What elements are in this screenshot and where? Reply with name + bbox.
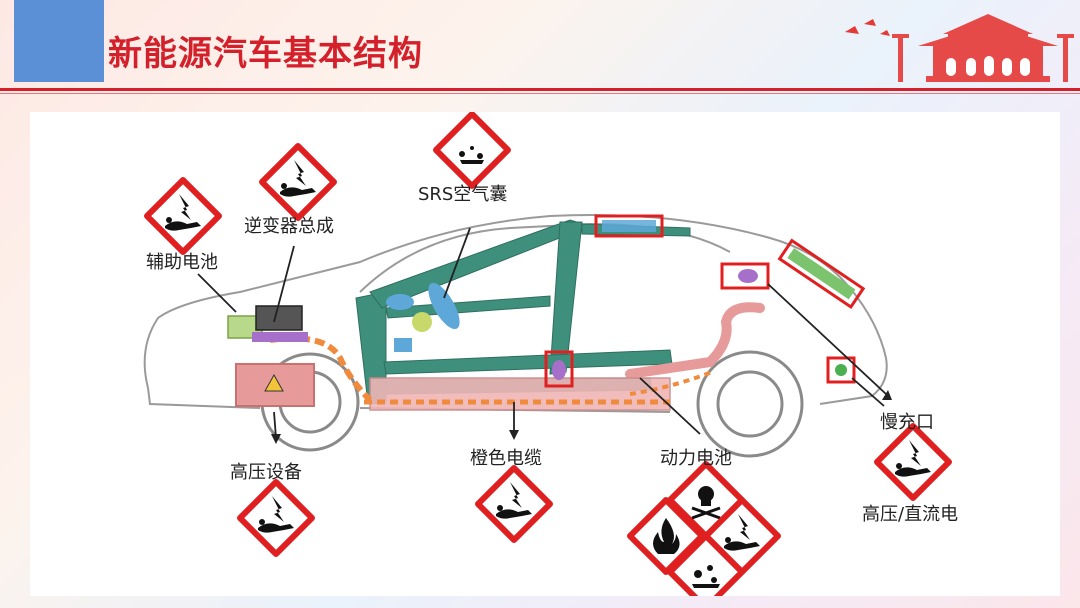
rear-seat-airbag — [738, 269, 758, 283]
inverter-base — [252, 332, 308, 342]
electric-shock-hazard-icon — [147, 180, 219, 252]
label-srs-airbag: SRS空气囊 — [418, 184, 508, 205]
label-high-voltage-dc: 高压/直流电 — [862, 504, 959, 525]
electric-shock-hazard-icon — [262, 146, 334, 218]
label-auxiliary-battery: 辅助电池 — [146, 252, 218, 273]
rear-seat-airbag-box — [720, 262, 770, 290]
skull-crossbones-hazard-icon — [670, 464, 742, 536]
title-underline-thin — [0, 93, 1080, 94]
knee-airbag — [394, 338, 412, 352]
leader-lines — [197, 227, 887, 439]
warning-triangle-icon — [264, 373, 284, 392]
side-airbag-box — [544, 350, 574, 388]
ev-structure-diagram — [143, 112, 1060, 596]
seat-module — [412, 312, 432, 332]
slide-title: 新能源汽车基本结构 — [108, 34, 423, 74]
dashboard-airbag — [386, 294, 414, 310]
label-orange-cable: 橙色电缆 — [470, 448, 542, 469]
explosion-hazard-icon — [670, 536, 742, 596]
diagram-panel: SRS空气囊 逆变器总成 辅助电池 高压设备 橙色电缆 动力电池 慢充口 高压/… — [30, 112, 1060, 596]
electric-shock-hazard-icon — [478, 468, 550, 540]
rear-hv-conduit — [625, 302, 765, 379]
inverter-unit — [255, 305, 303, 331]
power-battery-pack — [369, 377, 671, 411]
electric-shock-hazard-icon — [436, 114, 508, 186]
electric-shock-hazard-icon — [240, 482, 312, 554]
roof-airbag — [602, 220, 656, 232]
orange-cable-front — [269, 335, 373, 403]
label-power-battery: 动力电池 — [660, 448, 732, 469]
side-airbag — [552, 360, 566, 380]
roof-curtain-airbag-box — [594, 214, 664, 238]
label-high-voltage-equipment: 高压设备 — [230, 462, 302, 483]
title-accent-block — [14, 0, 104, 82]
electric-shock-hazard-icon — [877, 426, 949, 498]
leader-arrowheads — [271, 390, 892, 444]
slow-charge-port-socket — [835, 364, 847, 376]
steering-airbag — [428, 282, 460, 330]
label-slow-charge-port: 慢充口 — [880, 412, 934, 433]
flame-hazard-icon — [630, 500, 702, 572]
rear-window-airbag — [787, 248, 856, 300]
rear-window-airbag-box — [777, 238, 866, 309]
label-inverter-assembly: 逆变器总成 — [244, 216, 334, 237]
title-underline — [0, 88, 1080, 91]
rear-wheel — [696, 350, 804, 458]
tiananmen-decoration-icon — [892, 14, 1074, 82]
flying-birds-icon — [845, 19, 890, 36]
slow-charge-port-box — [826, 356, 856, 384]
